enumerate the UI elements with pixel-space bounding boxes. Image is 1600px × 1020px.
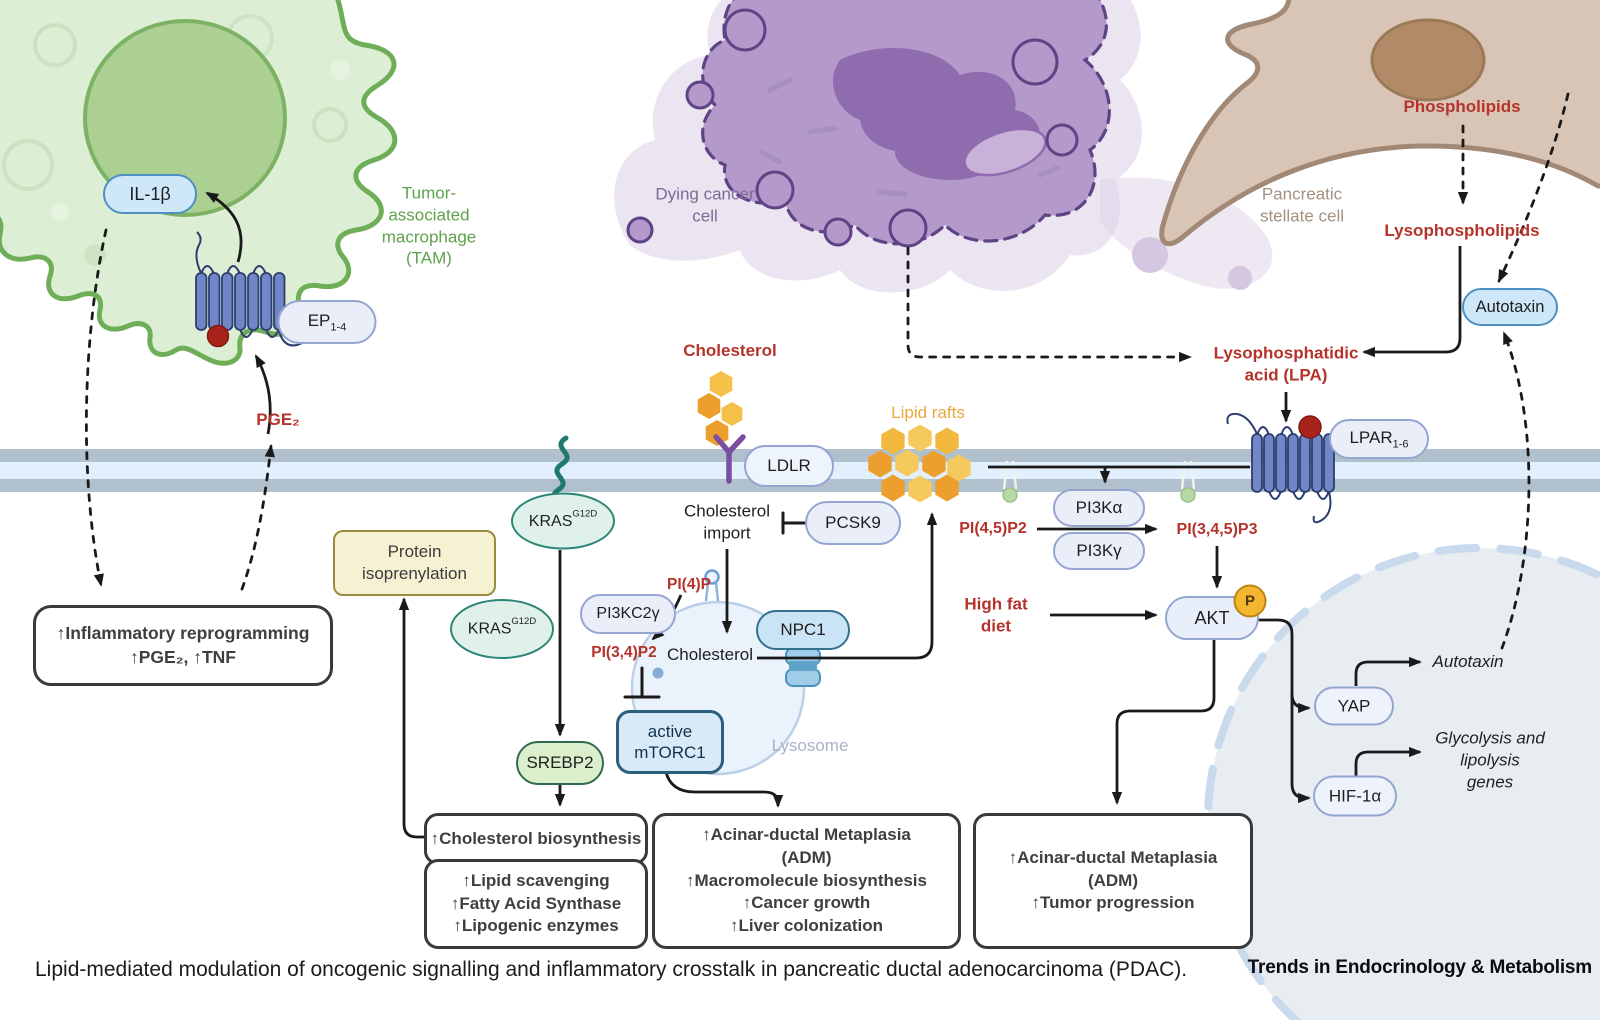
inflammatory-reprogramming-box: ↑Inflammatory reprogramming ↑PGE₂, ↑TNF bbox=[33, 605, 333, 686]
il1b-badge: IL-1β bbox=[103, 174, 197, 214]
ldlr-receptor-icon bbox=[713, 434, 746, 484]
lipid-scavenging-box: ↑Lipid scavenging ↑Fatty Acid Synthase ↑… bbox=[424, 859, 648, 949]
pi45p2-label: PI(4,5)P2 bbox=[959, 519, 1027, 537]
npc1-badge: NPC1 bbox=[756, 610, 850, 650]
pi4p-lipid-icon bbox=[704, 569, 720, 602]
pi34p2-dot-icon bbox=[652, 667, 664, 679]
lipid-rafts-label: Lipid rafts bbox=[891, 403, 965, 423]
pcsk9-badge: PCSK9 bbox=[805, 501, 901, 545]
figure-caption: Lipid-mediated modulation of oncogenic s… bbox=[35, 958, 1188, 981]
pge2-ligand-icon bbox=[206, 324, 230, 348]
cholesterol-ligand-icon bbox=[697, 371, 743, 446]
pi3kg-badge: PI3Kγ bbox=[1053, 532, 1145, 570]
ep-receptor-icon bbox=[195, 231, 307, 348]
pi345p3-label: PI(3,4,5)P3 bbox=[1176, 520, 1258, 538]
kras-cytosolic-badge: KRASG12D bbox=[450, 599, 554, 659]
lysosome-label: Lysosome bbox=[771, 736, 849, 756]
lpa-ligand-icon bbox=[1298, 415, 1322, 439]
hif1a-badge: HIF-1α bbox=[1313, 775, 1397, 817]
cholesterol-label: Cholesterol bbox=[683, 341, 777, 361]
glycolysis-genes-label: Glycolysis and lipolysis genes bbox=[1435, 728, 1545, 791]
pi3kc2g-badge: PI3KC2γ bbox=[580, 594, 676, 634]
pge2-label: PGE₂ bbox=[256, 410, 300, 430]
mtorc1-box: active mTORC1 bbox=[616, 710, 724, 774]
dashed-arrows bbox=[85, 92, 1570, 650]
protein-isoprenylation-box: Protein isoprenylation bbox=[333, 530, 496, 596]
kras-membrane-badge: KRASG12D bbox=[511, 492, 615, 550]
autotaxin-gene-label: Autotaxin bbox=[1432, 652, 1504, 672]
phospholipids-label: Phospholipids bbox=[1403, 97, 1521, 117]
lipid-raft-icon bbox=[868, 424, 971, 503]
arrows bbox=[205, 191, 1462, 839]
high-fat-diet-label: High fat diet bbox=[964, 594, 1028, 635]
nucleus-shape bbox=[1204, 544, 1600, 1020]
adm-growth-box: ↑Acinar-ductal Metaplasia (ADM) ↑Macromo… bbox=[652, 813, 961, 949]
tam-cell-label: Tumor- associated macrophage (TAM) bbox=[381, 183, 477, 268]
yap-badge: YAP bbox=[1314, 686, 1394, 726]
pi4p-label: PI(4)P bbox=[667, 576, 711, 594]
lpar-badge: LPAR1-6 bbox=[1329, 419, 1429, 459]
cholesterol-import-label: Cholesterol import bbox=[684, 501, 770, 542]
ep-receptor-badge: EP1-4 bbox=[277, 300, 377, 344]
inhibition-lines bbox=[623, 511, 809, 699]
journal-name: Trends in Endocrinology & Metabolism bbox=[1247, 957, 1593, 978]
ldlr-badge: LDLR bbox=[744, 445, 834, 487]
pi3ka-badge: PI3Kα bbox=[1053, 489, 1145, 527]
pi34p2-label: PI(3,4)P2 bbox=[591, 644, 657, 662]
lpa-label: Lysophosphatidic acid (LPA) bbox=[1213, 343, 1359, 384]
autotaxin-badge: Autotaxin bbox=[1462, 288, 1558, 326]
phosphate-icon: P bbox=[1233, 584, 1267, 618]
dying-cancer-cell-label: Dying cancer cell bbox=[655, 184, 755, 225]
cholesterol-biosynthesis-box: ↑Cholesterol biosynthesis bbox=[424, 813, 648, 865]
adm-progression-box: ↑Acinar-ductal Metaplasia (ADM) ↑Tumor p… bbox=[973, 813, 1253, 949]
npc1-channel-icon bbox=[785, 647, 821, 687]
stellate-cell-shape bbox=[1159, 0, 1600, 247]
cholesterol-lysosome-label: Cholesterol bbox=[667, 645, 753, 665]
lysophospholipids-label: Lysophospholipids bbox=[1384, 221, 1540, 241]
srebp2-badge: SREBP2 bbox=[516, 741, 604, 785]
lpar-receptor-icon bbox=[1226, 412, 1335, 524]
stellate-cell-label: Pancreatic stellate cell bbox=[1259, 184, 1345, 225]
dying-cancer-cell-shape bbox=[614, 0, 1319, 293]
